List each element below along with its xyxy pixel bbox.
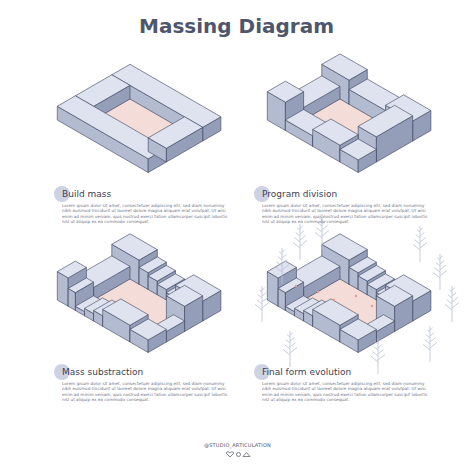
step-heading: Mass substraction	[62, 367, 143, 377]
watermark: @STUDIO_ARTICULATION	[204, 442, 271, 448]
tree	[445, 286, 459, 322]
step-heading: Program division	[262, 189, 337, 199]
step-description: Lorem ipsum dolor sit amet, consectetuer…	[62, 381, 234, 403]
person-dot	[317, 291, 319, 293]
person-dot	[371, 305, 373, 307]
tree	[293, 224, 307, 260]
step-description: Lorem ipsum dolor sit amet, consectetuer…	[262, 381, 434, 403]
step-description: Lorem ipsum dolor sit amet, consectetuer…	[262, 203, 434, 225]
massing-model	[57, 234, 221, 353]
tree	[413, 226, 427, 262]
person-dot	[333, 299, 335, 301]
social-icons	[226, 452, 250, 458]
tree	[423, 326, 437, 362]
tree	[275, 248, 289, 284]
step-description: Lorem ipsum dolor sit amet, consectetuer…	[62, 203, 234, 225]
tree	[255, 286, 269, 322]
massing-model	[57, 64, 221, 172]
person-dot	[355, 295, 357, 297]
tree	[371, 338, 385, 374]
person-dot	[295, 285, 297, 287]
step-heading: Final form evolution	[262, 367, 351, 377]
diagram-title: Massing Diagram	[139, 14, 334, 38]
tree	[283, 331, 297, 367]
massing-model	[267, 54, 431, 173]
tree	[433, 254, 447, 290]
step-heading: Build mass	[62, 189, 111, 199]
massing-model	[267, 234, 431, 353]
